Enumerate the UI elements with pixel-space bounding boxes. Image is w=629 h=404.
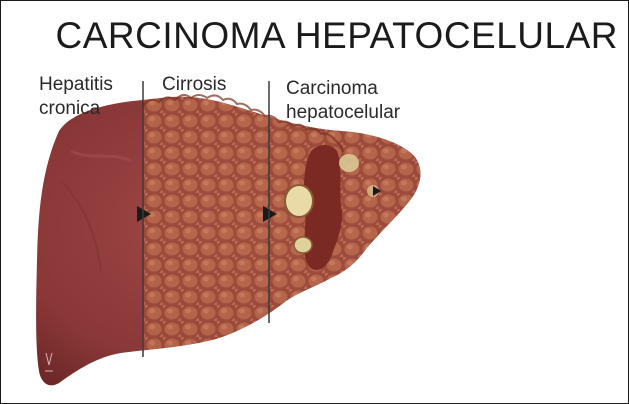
figure-title: CARCINOMA HEPATOCELULAR [1, 15, 628, 57]
stage-label-cirrosis: Cirrosis [162, 73, 226, 97]
stage-label-carcinoma: Carcinoma hepatocelular [286, 77, 400, 125]
stage-label-hepatitis: Hepatitis cronica [39, 73, 113, 121]
